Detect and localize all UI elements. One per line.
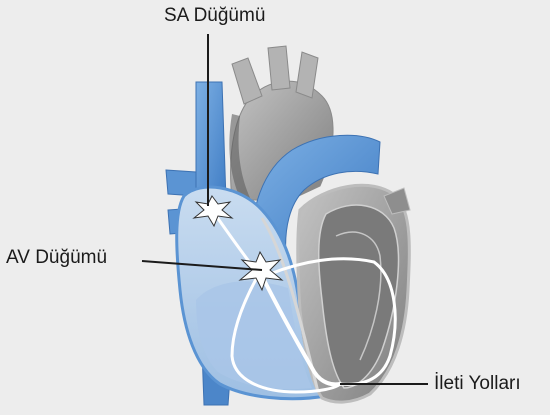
sa-node-label: SA Düğümü — [164, 6, 265, 25]
conduction-pathways-label: İleti Yolları — [434, 374, 521, 393]
av-node-label: AV Düğümü — [6, 248, 107, 267]
